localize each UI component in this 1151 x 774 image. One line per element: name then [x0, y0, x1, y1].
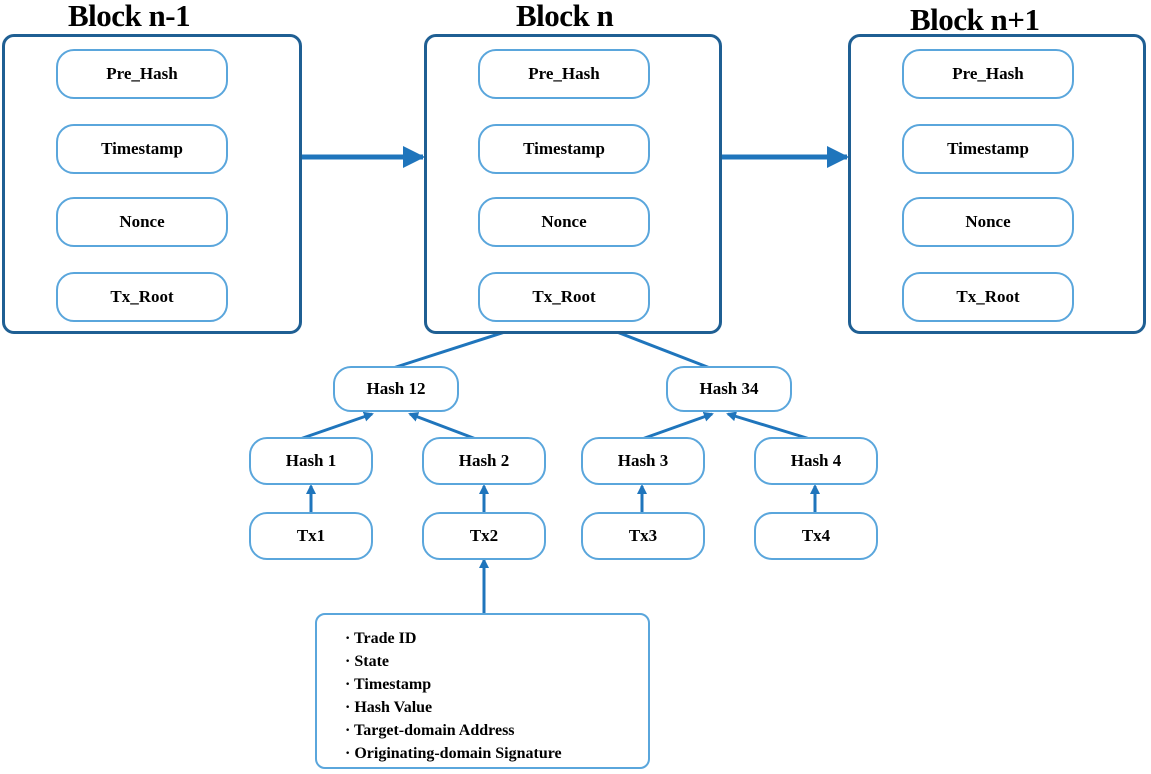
merkle-hash3: Hash 3 — [581, 437, 705, 485]
block-next-pre-hash: Pre_Hash — [902, 49, 1074, 99]
tx-detail-item: Timestamp — [345, 673, 648, 696]
merkle-hash34: Hash 34 — [666, 366, 792, 412]
block-title-prev: Block n-1 — [68, 0, 191, 33]
tx-detail-item: Hash Value — [345, 696, 648, 719]
block-prev-pre-hash: Pre_Hash — [56, 49, 228, 99]
block-next-nonce: Nonce — [902, 197, 1074, 247]
block-next-timestamp: Timestamp — [902, 124, 1074, 174]
edge-hash4-hash34 — [726, 411, 811, 441]
block-current-tx-root: Tx_Root — [478, 272, 650, 322]
tx-details-list: Trade ID State Timestamp Hash Value Targ… — [345, 627, 648, 765]
merkle-tx4: Tx4 — [754, 512, 878, 560]
merkle-tx3: Tx3 — [581, 512, 705, 560]
merkle-tx2: Tx2 — [422, 512, 546, 560]
block-next-tx-root: Tx_Root — [902, 272, 1074, 322]
edge-hash3-hash34 — [641, 411, 714, 441]
block-prev-tx-root: Tx_Root — [56, 272, 228, 322]
edge-hash2-hash12 — [408, 412, 477, 441]
block-prev-timestamp: Timestamp — [56, 124, 228, 174]
tx-detail-item: Target-domain Address — [345, 719, 648, 742]
block-prev-nonce: Nonce — [56, 197, 228, 247]
block-title-current: Block n — [516, 0, 614, 33]
tx-detail-item: State — [345, 650, 648, 673]
block-title-next: Block n+1 — [910, 2, 1040, 37]
tx-detail-item: Originating-domain Signature — [345, 742, 648, 765]
tx-detail-item: Trade ID — [345, 627, 648, 650]
block-current-nonce: Nonce — [478, 197, 650, 247]
merkle-tx1: Tx1 — [249, 512, 373, 560]
edge-hash1-hash12 — [299, 411, 374, 441]
tx-details-box: Trade ID State Timestamp Hash Value Targ… — [315, 613, 650, 769]
block-current-timestamp: Timestamp — [478, 124, 650, 174]
block-current-pre-hash: Pre_Hash — [478, 49, 650, 99]
merkle-hash12: Hash 12 — [333, 366, 459, 412]
merkle-hash4: Hash 4 — [754, 437, 878, 485]
merkle-hash2: Hash 2 — [422, 437, 546, 485]
merkle-hash1: Hash 1 — [249, 437, 373, 485]
